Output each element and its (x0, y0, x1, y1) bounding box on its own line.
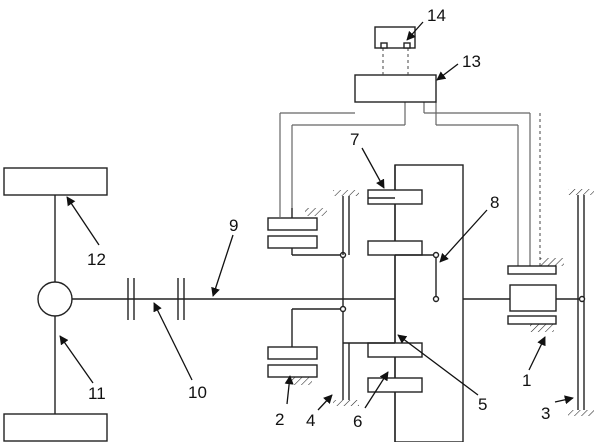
label-3: 3 (541, 404, 550, 423)
coupling (127, 278, 185, 320)
label-4: 4 (306, 411, 315, 430)
label-12: 12 (87, 250, 106, 269)
ring-housing (394, 164, 464, 442)
label-10: 10 (188, 383, 207, 402)
label-6: 6 (353, 412, 362, 431)
label-5: 5 (478, 395, 487, 414)
label-9: 9 (229, 216, 238, 235)
differential (37, 281, 73, 317)
upper-wheel (3, 167, 108, 196)
leader-arrows (59, 21, 574, 411)
control-lines (279, 102, 541, 266)
controller (354, 74, 437, 103)
label-8: 8 (490, 193, 499, 212)
clutch-upper (267, 208, 327, 249)
brake-3 (568, 189, 594, 416)
label-1: 1 (522, 371, 531, 390)
brake-right (507, 258, 564, 332)
clutch-lower (267, 346, 318, 385)
label-14: 14 (427, 6, 446, 25)
label-2: 2 (275, 410, 284, 429)
brake-post (333, 190, 359, 406)
lower-wheel (3, 413, 108, 442)
label-11: 11 (88, 384, 106, 403)
label-7: 7 (350, 130, 359, 149)
planet-gears (367, 189, 436, 393)
label-13: 13 (462, 52, 481, 71)
